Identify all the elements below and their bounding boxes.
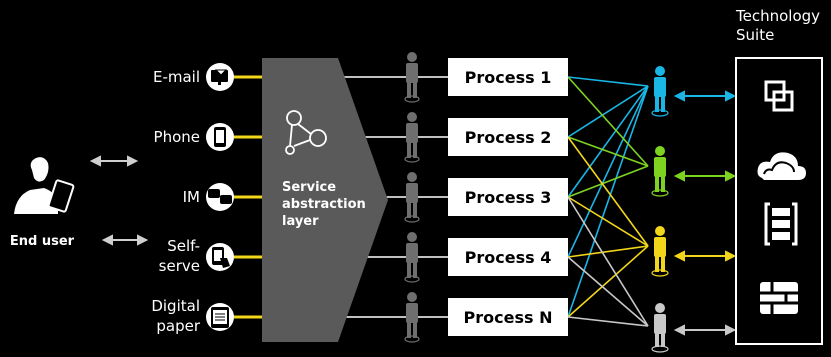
service-abstraction-layer (262, 58, 388, 342)
tech-suite-title-line2: Suite (736, 26, 774, 44)
process-box-n (448, 298, 568, 336)
layer-label-1: Service (282, 180, 336, 195)
role-suite-arrows (673, 90, 737, 336)
process-box-2 (448, 118, 568, 156)
user-channel-arrows (89, 155, 149, 246)
agent-person-icon-4 (404, 232, 420, 283)
layer-label-3: layer (282, 214, 319, 229)
role-person-icon-grey (651, 303, 669, 353)
process-label-n: Process N (464, 308, 553, 327)
process-box-3 (448, 178, 568, 216)
channel-label-selfserve-2: serve (159, 257, 200, 275)
process-label-4: Process 4 (465, 248, 552, 267)
email-monitor-icon (206, 63, 234, 91)
agent-person-icon-3 (404, 172, 420, 223)
channel-label-selfserve-1: Self- (167, 237, 200, 255)
process-label-3: Process 3 (465, 188, 552, 207)
agent-person-icon-1 (404, 52, 420, 103)
role-person-icon-blue (651, 66, 669, 117)
channel-label-digital-1: Digital (151, 297, 200, 315)
database-grid-icon (760, 282, 798, 314)
agent-figures (404, 52, 420, 343)
channel-label-im: IM (183, 188, 200, 206)
channel-markers (234, 75, 262, 319)
channel-label-phone: Phone (154, 128, 200, 146)
copy-windows-icon (764, 80, 794, 112)
process-label-1: Process 1 (465, 68, 552, 87)
agent-person-icon-5 (404, 292, 420, 343)
process-box-4 (448, 238, 568, 276)
technology-suite-box (735, 57, 823, 345)
layer-label-2: abstraction (282, 197, 366, 212)
touch-device-icon (206, 243, 234, 271)
process-box-1 (448, 58, 568, 96)
role-connections (567, 76, 649, 327)
end-user-icon (14, 157, 75, 214)
end-user-label: End user (10, 234, 75, 249)
channel-icons (206, 63, 234, 331)
cloud-icon (757, 152, 806, 180)
network-nodes-icon (285, 110, 327, 155)
channel-label-email: E-mail (153, 68, 200, 86)
role-person-icon-yellow (651, 226, 669, 277)
tech-suite-title-line1: Technology (735, 7, 820, 25)
role-person-icon-green (651, 146, 669, 197)
process-label-2: Process 2 (465, 128, 552, 147)
tablet-document-icon (206, 303, 234, 331)
process-boxes (448, 58, 568, 336)
server-icon (764, 202, 798, 246)
chat-bubbles-icon (206, 183, 234, 211)
agent-person-icon-2 (404, 112, 420, 163)
smartphone-icon (206, 123, 234, 151)
channel-label-digital-2: paper (156, 317, 200, 335)
